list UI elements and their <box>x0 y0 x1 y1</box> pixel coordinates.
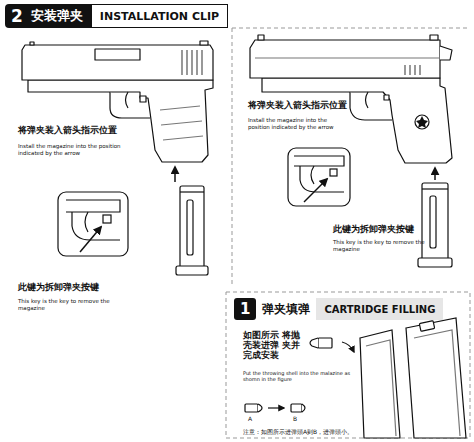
section-title: 安装弹夹 <box>29 4 91 28</box>
arrow <box>174 167 176 182</box>
instruction-text: Put the throwing shell into the malazine… <box>243 370 351 382</box>
separator <box>226 28 470 438</box>
callout-letter: A <box>248 415 260 422</box>
section-title: CARTRIDGE FILLING <box>316 298 443 320</box>
section-header: 1弹夹填弹CARTRIDGE FILLING <box>234 298 443 320</box>
section-title: 弹夹填弹 <box>256 298 316 320</box>
instruction-text: Install the magazine into the position i… <box>248 117 346 130</box>
section-header: 2安装弹夹INSTALLATION CLIP <box>5 4 228 28</box>
callout-letter: B <box>293 415 305 422</box>
instruction-text: 注意：如图所示进弹頭A到B，进弹頭小。 <box>243 428 423 435</box>
section-title: INSTALLATION CLIP <box>91 4 228 28</box>
instruction-text: 将弹夹装入箭头指示位置 <box>18 125 148 136</box>
instruction-text: 此键为拆卸弹夹按键 <box>333 224 458 235</box>
step-number: 1 <box>234 298 256 320</box>
instruction-text: This key is the key to remove the magazi… <box>18 298 128 311</box>
instruction-text: 此键为拆卸弹夹按键 <box>18 282 148 293</box>
magazine-right <box>418 183 452 267</box>
magazine-left <box>176 186 208 275</box>
pistol-right <box>250 35 452 163</box>
instruction-text: Install the magazine into the position i… <box>18 143 133 156</box>
arrow <box>434 168 436 180</box>
instruction-text: 将弹夹装入箭头指示位置 <box>248 100 348 111</box>
inset-left <box>58 192 128 256</box>
inset-right <box>288 148 350 206</box>
step-number: 2 <box>5 4 29 28</box>
instruction-text: 如图所示 将抛壳装进弹 夹并完成安装 <box>243 330 307 361</box>
instruction-text: This key is the key to remove the magazi… <box>333 239 443 252</box>
